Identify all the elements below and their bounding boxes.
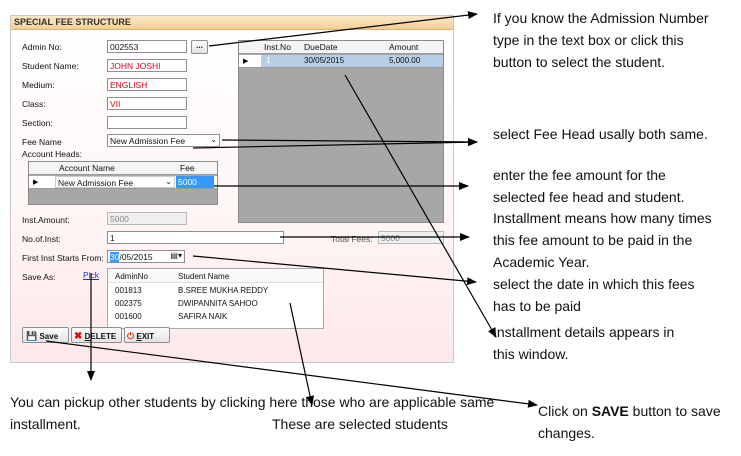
calendar-icon[interactable]: ▤▾ (170, 251, 182, 260)
pick-admin-no: 001600 (115, 312, 142, 321)
date-day-selected: 30 (110, 252, 120, 262)
first-inst-label: First Inst Starts From: (22, 253, 104, 263)
save-button[interactable]: 💾 Save (22, 327, 69, 343)
account-heads-label: Account Heads: (22, 149, 83, 159)
no-of-inst-input[interactable]: 1 (107, 231, 284, 244)
note-date: select the date in which this fees has t… (493, 276, 695, 314)
column-account-name: Account Name (59, 163, 115, 173)
account-grid-header: Account Name Fee (29, 162, 217, 175)
delete-mnemonic: D (84, 332, 91, 341)
medium-input[interactable]: ENGLISH (107, 78, 187, 91)
window-title: SPECIAL FEE STRUCTURE (11, 16, 453, 30)
pick-student-name: SAFIRA NAIK (178, 312, 228, 321)
inst-amount-label: Inst.Amount: (22, 215, 70, 225)
pick-students-list: AdminNo Student Name 001813 B.SREE MUKHA… (107, 268, 324, 329)
browse-student-button[interactable]: ... (191, 40, 208, 54)
note-selected-students: These are selected students (272, 416, 448, 432)
pick-student-name: B.SREE MUKHA REDDY (178, 286, 269, 295)
section-input[interactable] (107, 116, 187, 129)
column-fee: Fee (180, 163, 195, 173)
class-label: Class: (22, 99, 46, 109)
account-name-select[interactable]: New Admission Fee ⌄ (55, 176, 175, 188)
row-pointer-icon: ▶ (243, 57, 249, 65)
list-item[interactable]: 001600 SAFIRA NAIK (108, 311, 323, 324)
table-row[interactable]: ▶ 1 30/05/2015 5,000.00 (239, 55, 443, 68)
exit-label: XIT (141, 332, 155, 341)
class-input[interactable]: VII (107, 97, 187, 110)
inst-amount-input[interactable]: 5000 (107, 212, 187, 225)
fee-name-select[interactable]: New Admission Fee ⌄ (107, 134, 220, 147)
row-pointer-icon: ▶ (33, 178, 39, 186)
delete-x-icon: ✖ (74, 331, 83, 342)
column-inst-no: Inst.No (264, 42, 291, 52)
arrow-fee-name (221, 137, 478, 146)
first-inst-date-picker[interactable]: 30/05/2015 ▤▾ (107, 250, 185, 263)
pick-list-header: AdminNo Student Name (108, 269, 323, 283)
medium-label: Medium: (22, 80, 55, 90)
account-name-value: New Admission Fee (58, 178, 134, 188)
arrow-date (192, 255, 477, 286)
column-admin-no: AdminNo (115, 272, 148, 281)
note-inst-details: Installment details appears in this wind… (493, 324, 675, 362)
list-item[interactable]: 001813 B.SREE MUKHA REDDY (108, 285, 323, 298)
fee-amount-cell[interactable]: 5000 (176, 176, 214, 188)
due-date-cell: 30/05/2015 (304, 56, 345, 65)
note-save: Click on SAVE button to save changes. (538, 403, 721, 441)
inst-no-cell: 1 (266, 56, 271, 65)
floppy-disk-icon: 💾 (26, 331, 38, 341)
arrow-admission (208, 11, 478, 47)
chevron-down-icon: ⌄ (210, 135, 217, 144)
table-row[interactable]: ▶ New Admission Fee ⌄ 5000 (29, 176, 217, 189)
save-button-label: Save (39, 332, 59, 341)
list-item[interactable]: 002375 DWIPANNITA SAHOO (108, 298, 323, 311)
arrow-save (45, 340, 538, 408)
column-student-name: Student Name (178, 272, 230, 281)
fee-name-label: Fee Name (22, 137, 62, 147)
special-fee-structure-window: SPECIAL FEE STRUCTURE Admin No: 002553 .… (10, 15, 454, 363)
note-pickup: You can pickup other students by clickin… (10, 394, 495, 432)
amount-cell: 5,000.00 (389, 56, 421, 65)
account-heads-grid: Account Name Fee ▶ New Admission Fee ⌄ 5… (28, 161, 218, 205)
installment-grid: Inst.No DueDate Amount ▶ 1 30/05/2015 5,… (238, 40, 444, 223)
note-fee-head: select Fee Head usally both same. (493, 126, 708, 142)
exit-button[interactable]: ⏻ EXIT (124, 327, 170, 343)
student-name-input[interactable]: JOHN JOSHI (107, 59, 187, 72)
arrow-selected (289, 302, 315, 406)
student-name-label: Student Name: (22, 61, 79, 71)
column-amount: Amount (389, 42, 419, 52)
exit-icon: ⏻ (127, 331, 135, 341)
admin-no-label: Admin No: (22, 42, 62, 52)
note-admission-number: If you know the Admission Number type in… (493, 10, 709, 70)
column-due-date: DueDate (304, 42, 338, 52)
section-label: Section: (22, 118, 53, 128)
admin-no-input[interactable]: 002553 (107, 40, 187, 53)
total-fees-label: Total Fees: (331, 234, 373, 244)
note-installment: Installment means how many times this fe… (493, 210, 712, 270)
delete-button[interactable]: ✖ DELETE (71, 327, 122, 343)
selected-row-highlight (261, 55, 443, 67)
installment-grid-header: Inst.No DueDate Amount (239, 41, 443, 54)
no-of-inst-label: No.of.Inst: (22, 234, 61, 244)
delete-label: ELETE (90, 332, 117, 341)
save-as-label: Save As: (22, 272, 56, 282)
arrow-account-name (192, 138, 478, 149)
pick-student-name: DWIPANNITA SAHOO (178, 299, 258, 308)
arrow-inst-details (344, 74, 497, 338)
pick-admin-no: 001813 (115, 286, 142, 295)
note-fee-amount: enter the fee amount for the selected fe… (493, 167, 685, 205)
fee-name-value: New Admission Fee (110, 136, 186, 146)
pick-admin-no: 002375 (115, 299, 142, 308)
exit-mnemonic: E (136, 332, 142, 341)
date-rest: /05/2015 (119, 252, 153, 262)
chevron-down-icon: ⌄ (165, 177, 172, 186)
